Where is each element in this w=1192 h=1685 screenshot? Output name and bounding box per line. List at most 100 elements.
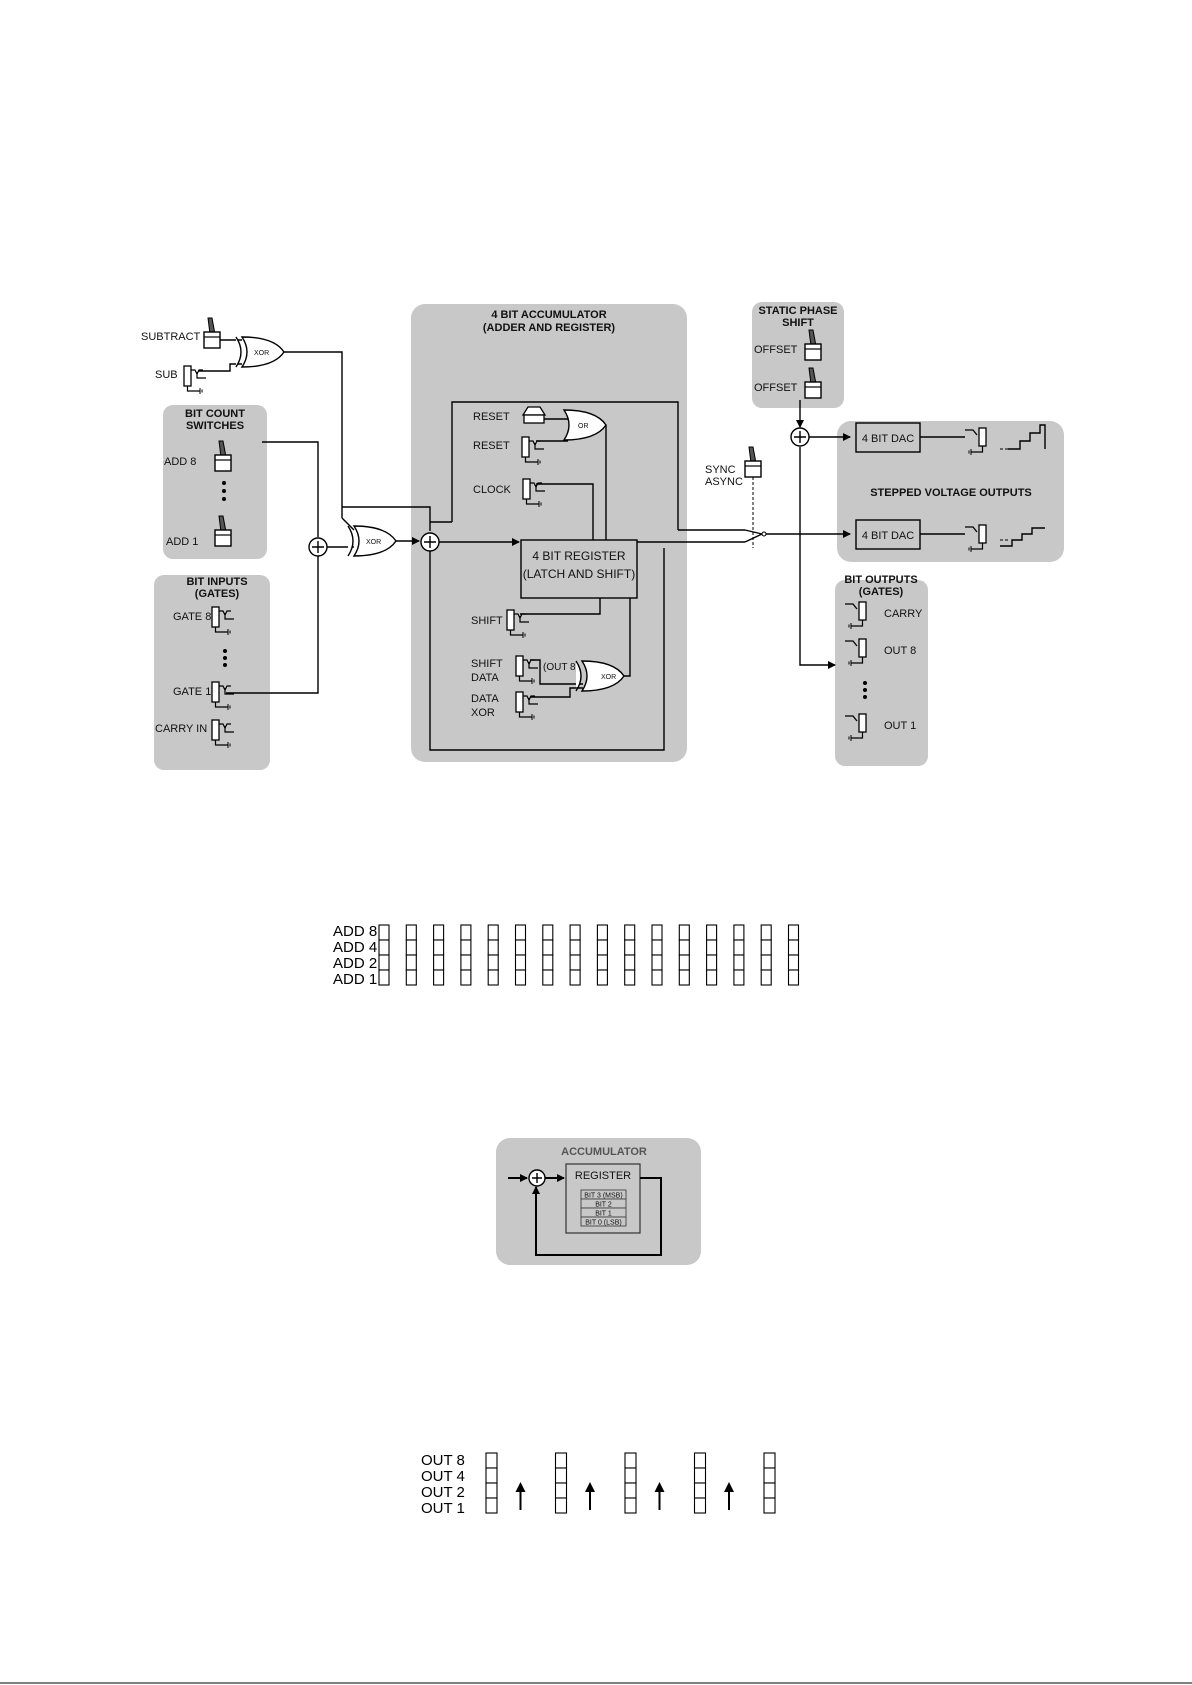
add-grid-cell (733, 924, 745, 941)
dac-b-label: 4 BIT DAC (862, 530, 914, 542)
mini-register-out (535, 1177, 662, 1256)
add-grid-cell (596, 939, 608, 956)
out-grid-row-1: OUT 4 (421, 1468, 465, 1485)
gate8-label: GATE 8 (173, 611, 211, 623)
out-grid-cell (763, 1482, 776, 1499)
add-grid-cell (460, 969, 472, 986)
add-grid-cell (405, 924, 417, 941)
add-grid-cell (542, 939, 554, 956)
out-grid-cell (485, 1467, 498, 1484)
add-grid-cell (514, 939, 527, 956)
offset-b-label: OFFSET (754, 382, 798, 394)
out-grid-cell (624, 1482, 637, 1499)
out-grid-cell (554, 1482, 568, 1499)
mini-bit-label: BIT 2 (595, 1202, 612, 1209)
wire-shift-data (530, 659, 583, 685)
out-grid-cell (763, 1467, 776, 1484)
dac-a-label: 4 BIT DAC (862, 433, 914, 445)
add-grid-cell (624, 924, 636, 941)
add-grid-cell (651, 924, 663, 941)
out-grid-cell (693, 1467, 707, 1484)
up-arrow-icon (585, 1482, 595, 1492)
out-grid-cell (485, 1497, 498, 1514)
add-grid-cell (433, 954, 445, 971)
add-grid-cell (542, 954, 554, 971)
add8-label: ADD 8 (164, 456, 196, 468)
add-grid-cell (542, 924, 554, 941)
wire-sub (198, 363, 242, 372)
out-grid-cell (693, 1482, 707, 1499)
subtract-xor-label: XOR (254, 350, 269, 357)
add-grid-cell (624, 939, 636, 956)
add-grid-cell (542, 969, 554, 986)
add-grid-cell (733, 939, 745, 956)
out8-label: OUT 8 (884, 645, 916, 657)
add-grid-cell (760, 969, 772, 986)
wire-xor-to-register (624, 598, 631, 677)
out-grid-cell (485, 1452, 498, 1469)
staircase-waveform-icon-2 (1000, 527, 1045, 547)
bit-inputs-title: BIT INPUTS (186, 576, 247, 588)
mid-xor-icon (347, 525, 397, 557)
add-grid-cell (733, 969, 745, 986)
add-grid-cell (787, 954, 800, 971)
add-grid-cell (569, 969, 581, 986)
add-grid-cell (678, 969, 690, 986)
add-grid-labels: ADD 8 ADD 4 ADD 2 ADD 1 (333, 923, 377, 988)
add-grid-cell (651, 954, 663, 971)
subtract-label: SUBTRACT (141, 331, 201, 343)
add-grid-cell (514, 954, 527, 971)
bit-count-subtitle: SWITCHES (186, 420, 244, 432)
bit-count-panel (163, 405, 267, 559)
wire-shift (520, 598, 601, 615)
out-grid-cell (485, 1482, 498, 1499)
add-grid-row-0: ADD 8 (333, 923, 377, 940)
reset-b-label: RESET (473, 440, 510, 452)
mini-register-label: REGISTER (575, 1170, 631, 1182)
add-grid-cell (405, 969, 417, 986)
add-grid-row-2: ADD 2 (333, 955, 377, 972)
add-grid-cell (733, 954, 745, 971)
register-line1: 4 BIT REGISTER (532, 549, 625, 563)
add-grid-cell (378, 954, 390, 971)
wire-subtract-to-xor (341, 517, 355, 531)
out-grid-row-0: OUT 8 (421, 1452, 465, 1469)
register-line2: (LATCH AND SHIFT) (523, 567, 635, 581)
wire-bit-count (262, 441, 319, 537)
add-grid-cell (624, 954, 636, 971)
add-grid-cell (487, 939, 499, 956)
add-grid-cell (787, 924, 800, 941)
data-xor-label-2: XOR (471, 707, 495, 719)
mid-xor-label: XOR (366, 539, 381, 546)
subtract-xor-icon (235, 336, 285, 368)
wire-gate1 (226, 556, 319, 694)
add-grid-cell (596, 969, 608, 986)
out1-label: OUT 1 (884, 720, 916, 732)
shift-data-label-1: SHIFT (471, 658, 503, 670)
up-arrow-icon (515, 1482, 526, 1492)
sync-toggle-icon[interactable] (744, 446, 762, 478)
add-grid-cells (378, 924, 800, 986)
bit-inputs-panel (154, 575, 270, 770)
out-grid-labels: OUT 8 OUT 4 OUT 2 OUT 1 (421, 1452, 465, 1517)
add-grid-cell (706, 954, 718, 971)
add-grid-cell (760, 924, 772, 941)
accumulator-panel (411, 304, 687, 762)
sub-jack-icon[interactable] (183, 365, 207, 395)
adder-icon (420, 532, 440, 552)
gate1-label: GATE 1 (173, 686, 211, 698)
sync-switch-arm (744, 529, 763, 543)
add-grid-cell (514, 969, 527, 986)
add-grid-cell (460, 954, 472, 971)
add-grid-cell (433, 969, 445, 986)
subtract-toggle-icon[interactable] (203, 317, 221, 349)
add-grid-cell (569, 939, 581, 956)
reset-button-icon[interactable] (521, 406, 547, 424)
or-gate-icon (562, 409, 607, 441)
add-grid-cell (706, 939, 718, 956)
sub-label: SUB (155, 369, 178, 381)
add-grid-cell (378, 939, 390, 956)
add-grid-cell (433, 939, 445, 956)
